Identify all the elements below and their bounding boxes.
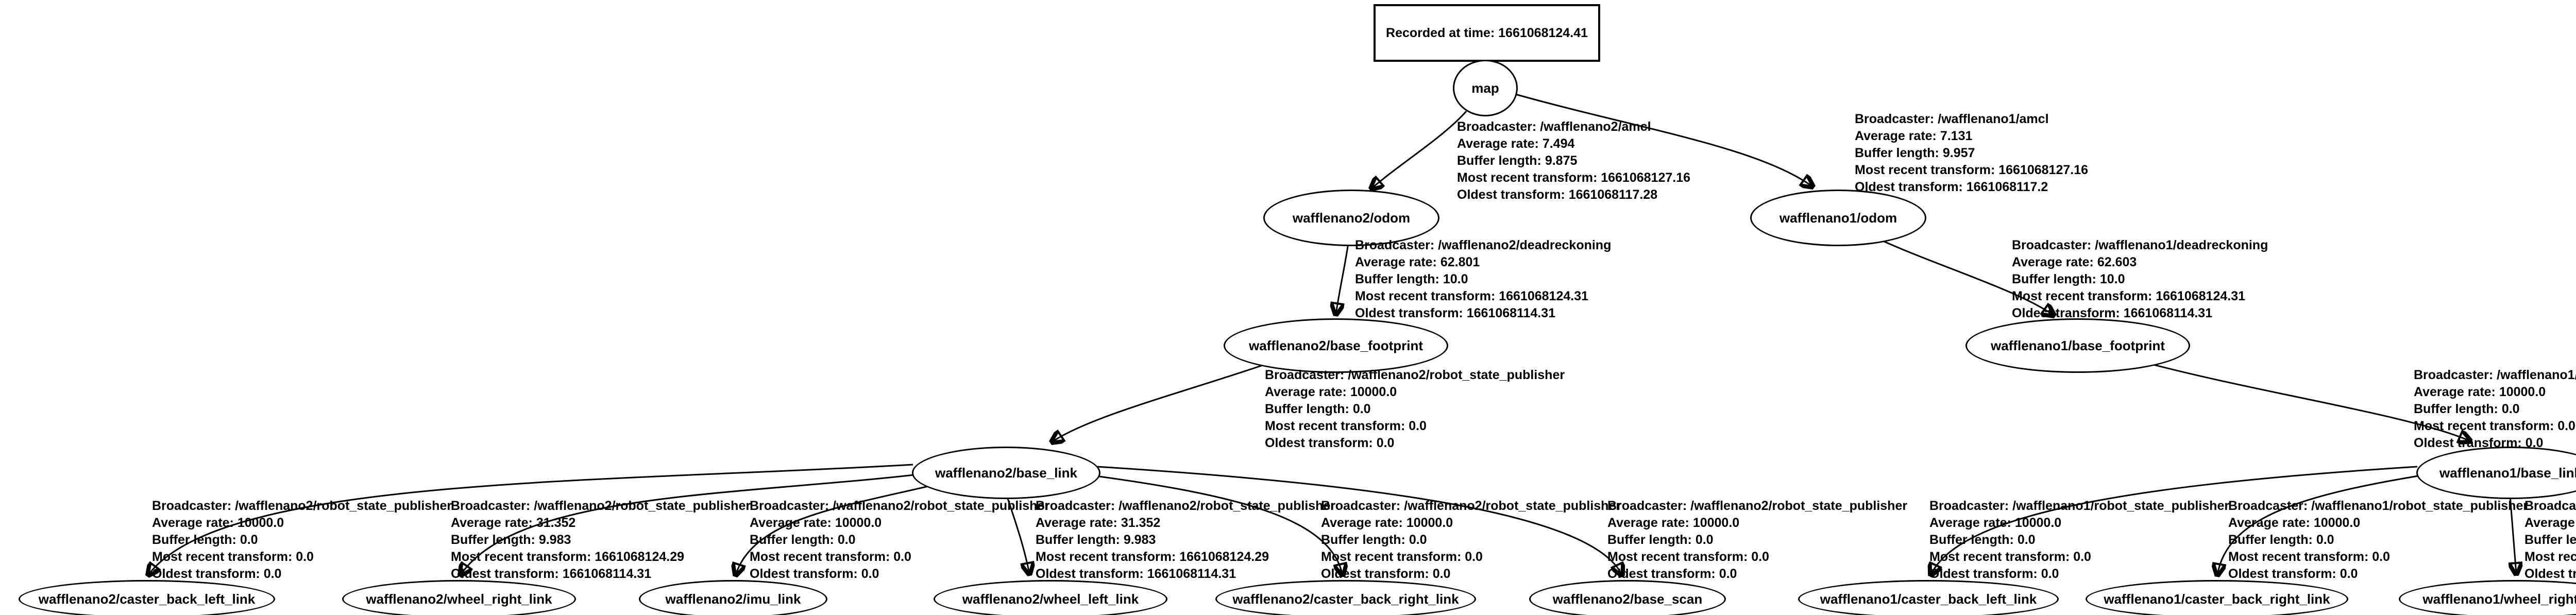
node-wafflenano2-imu-link: wafflenano2/imu_link <box>639 580 827 615</box>
edge-wafflenano2-base-link-to-base-scan <box>1097 466 1622 575</box>
edge-label-wafflenano1-caster-back-left: Broadcaster: /wafflenano1/robot_state_pu… <box>1929 499 2230 581</box>
edge-label-wafflenano1-base-footprint-to-base-link: Broadcaster: /wafflenano1/robot_state_pu… <box>2414 368 2576 450</box>
node-wafflenano1-odom: wafflenano1/odom <box>1750 190 1926 246</box>
edge-label-wafflenano2-wheel-left: Broadcaster: /wafflenano2/robot_state_pu… <box>1036 499 1336 581</box>
node-wafflenano2-caster-back-left-link: wafflenano2/caster_back_left_link <box>19 580 275 615</box>
node-wafflenano2-odom: wafflenano2/odom <box>1263 190 1439 246</box>
edge-map-to-wafflenano1-odom <box>1513 93 1812 186</box>
node-wafflenano1-caster-back-right-link: wafflenano1/caster_back_right_link <box>2086 580 2348 615</box>
node-wafflenano2-base-scan: wafflenano2/base_scan <box>1529 580 1726 615</box>
edge-wafflenano1-base-link-to-wheel-right <box>2510 495 2516 574</box>
recorded-time-text: Recorded at time: 1661068124.41 <box>1386 25 1588 40</box>
node-map: map <box>1453 60 1518 116</box>
edge-wafflenano2-base-link-to-wheel-right <box>461 474 914 575</box>
edge-wafflenano1-odom-to-base-footprint <box>1878 238 2054 315</box>
edge-label-wafflenano2-caster-back-right: Broadcaster: /wafflenano2/robot_state_pu… <box>1321 499 1621 581</box>
node-wafflenano2-base-link: wafflenano2/base_link <box>912 447 1100 499</box>
edge-label-wafflenano2-caster-back-left: Broadcaster: /wafflenano2/robot_state_pu… <box>152 499 452 581</box>
edge-label-wafflenano2-base-footprint-to-base-link: Broadcaster: /wafflenano2/robot_state_pu… <box>1265 368 1565 450</box>
node-wafflenano1-base-link: wafflenano1/base_link <box>2416 447 2576 499</box>
edge-label-wafflenano1-odom-to-base-footprint: Broadcaster: /wafflenano1/deadreckoning … <box>2012 238 2268 320</box>
edge-wafflenano2-base-link-to-imu <box>736 485 929 575</box>
edge-label-wafflenano2-imu: Broadcaster: /wafflenano2/robot_state_pu… <box>750 499 1050 581</box>
edge-wafflenano1-base-link-to-caster-back-left <box>1931 466 2418 575</box>
edge-label-wafflenano2-odom-to-base-footprint: Broadcaster: /wafflenano2/deadreckoning … <box>1355 238 1612 320</box>
edge-wafflenano2-base-link-to-caster-back-left <box>148 464 913 575</box>
node-wafflenano1-wheel-right-link: wafflenano1/wheel_right_link <box>2399 580 2576 615</box>
edge-wafflenano2-base-link-to-wheel-left <box>1006 495 1029 574</box>
edge-label-wafflenano2-base-scan: Broadcaster: /wafflenano2/robot_state_pu… <box>1607 499 1908 581</box>
edge-label-map-to-wafflenano1-odom: Broadcaster: /wafflenano1/amcl Average r… <box>1855 112 2089 194</box>
edge-wafflenano2-base-footprint-to-base-link <box>1052 363 1268 442</box>
node-wafflenano2-caster-back-right-link: wafflenano2/caster_back_right_link <box>1215 580 1476 615</box>
edge-label-map-to-wafflenano2-odom: Broadcaster: /wafflenano2/amcl Average r… <box>1457 119 1691 202</box>
node-wafflenano1-base-footprint: wafflenano1/base_footprint <box>1965 318 2190 373</box>
edge-wafflenano1-base-link-to-caster-back-right <box>2217 475 2419 575</box>
edge-label-wafflenano1-caster-back-right: Broadcaster: /wafflenano1/robot_state_pu… <box>2228 499 2529 581</box>
recorded-time-box: Recorded at time: 1661068124.41 <box>1374 4 1600 62</box>
edge-wafflenano2-base-link-to-caster-back-right <box>1095 475 1343 575</box>
node-wafflenano2-wheel-left-link: wafflenano2/wheel_left_link <box>934 580 1167 615</box>
edge-label-wafflenano2-wheel-right: Broadcaster: /wafflenano2/robot_state_pu… <box>451 499 751 581</box>
node-wafflenano1-caster-back-left-link: wafflenano1/caster_back_left_link <box>1798 580 2059 615</box>
node-wafflenano2-base-footprint: wafflenano2/base_footprint <box>1224 318 1448 373</box>
edge-wafflenano2-odom-to-base-footprint <box>1336 243 1349 314</box>
edge-label-wafflenano1-wheel-right: Broadcaster: /wafflenano1/robot_state_pu… <box>2524 499 2576 581</box>
edge-wafflenano1-base-footprint-to-base-link <box>2149 363 2470 441</box>
node-wafflenano2-wheel-right-link: wafflenano2/wheel_right_link <box>342 580 576 615</box>
edge-map-to-wafflenano2-odom <box>1371 111 1467 189</box>
